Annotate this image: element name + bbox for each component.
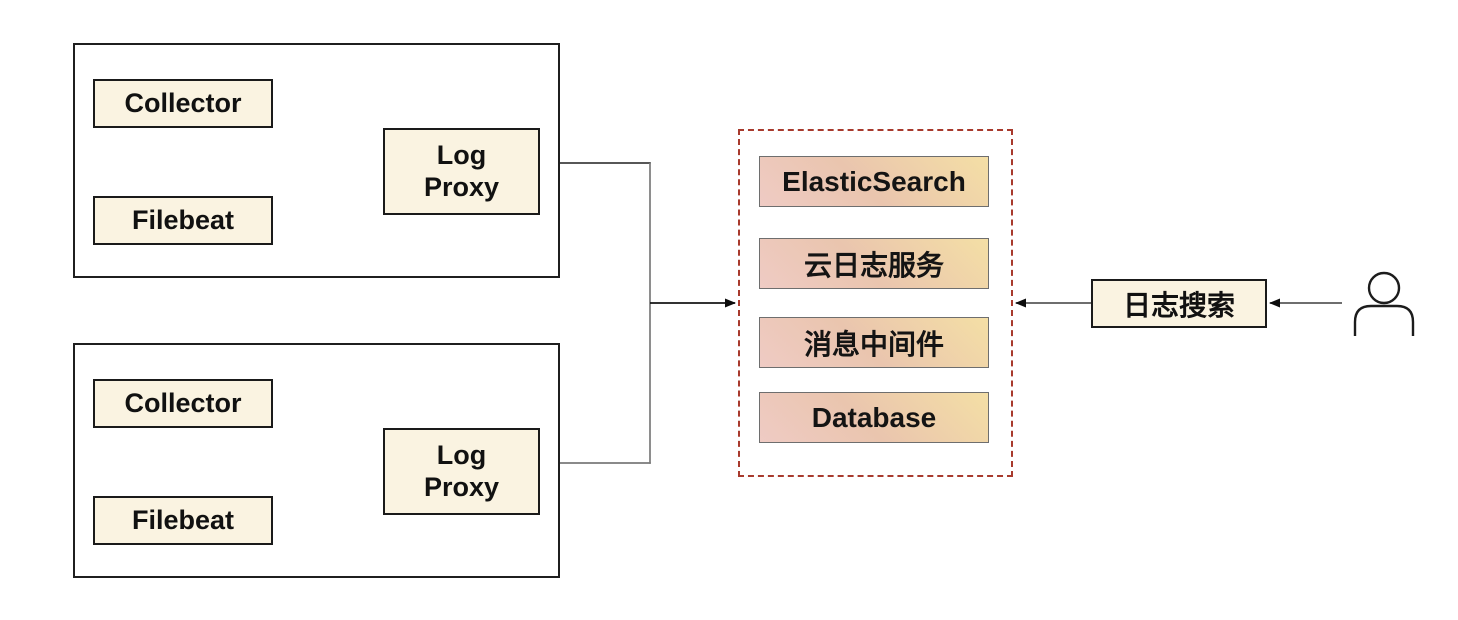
storage-item-elasticsearch: ElasticSearch <box>759 156 989 207</box>
node-filebeat-bottom: Filebeat <box>93 496 273 545</box>
node-collector-bottom: Collector <box>93 379 273 428</box>
node-log-proxy-bottom: Log Proxy <box>383 428 540 515</box>
storage-item-elasticsearch-label: ElasticSearch <box>782 165 966 197</box>
node-log-proxy-top-label: Log Proxy <box>423 139 500 202</box>
node-collector-top-label: Collector <box>124 88 242 118</box>
node-filebeat-bottom-label: Filebeat <box>131 505 235 535</box>
node-log-proxy-top: Log Proxy <box>383 128 540 215</box>
storage-item-cloud-log-service-label: 云日志服务 <box>803 249 944 281</box>
person-icon <box>1353 271 1415 336</box>
storage-item-database: Database <box>759 392 989 443</box>
node-log-search-label: 日志搜索 <box>1122 289 1235 321</box>
node-collector-bottom-label: Collector <box>124 388 242 418</box>
storage-item-message-middleware-label: 消息中间件 <box>803 328 944 360</box>
storage-item-cloud-log-service: 云日志服务 <box>759 238 989 289</box>
node-collector-top: Collector <box>93 79 273 128</box>
storage-item-database-label: Database <box>811 401 937 433</box>
node-log-search: 日志搜索 <box>1091 279 1267 328</box>
storage-item-message-middleware: 消息中间件 <box>759 317 989 368</box>
node-log-proxy-bottom-label: Log Proxy <box>423 439 500 502</box>
node-filebeat-top-label: Filebeat <box>131 205 235 235</box>
node-filebeat-top: Filebeat <box>93 196 273 245</box>
